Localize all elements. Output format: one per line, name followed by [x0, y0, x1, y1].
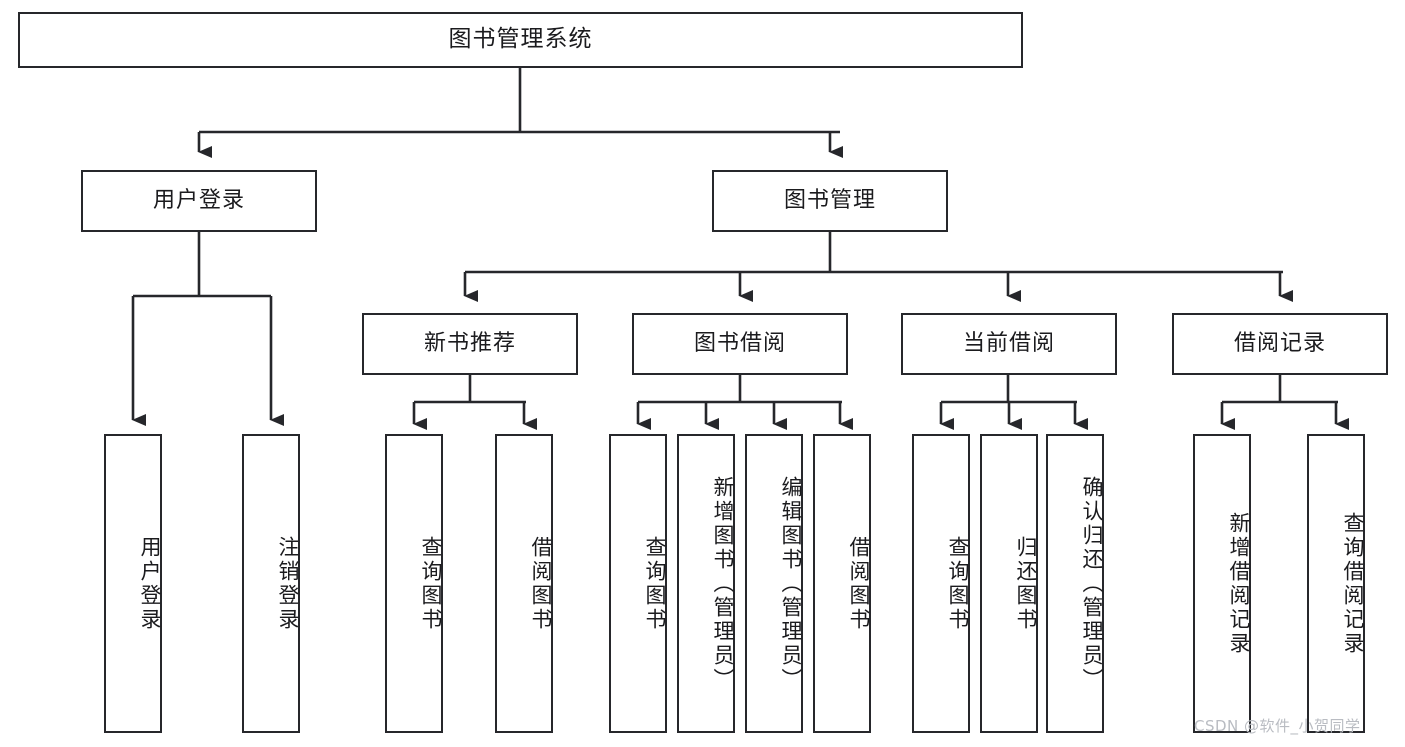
leaf-label: 查询借阅记录	[1341, 511, 1365, 656]
leaf-edit-book-admin[interactable]: 编辑图书（管理员）	[745, 434, 803, 733]
leaf-label: 用户登录	[138, 535, 162, 632]
leaf-label: 确认归还（管理员）	[1080, 475, 1104, 692]
node-book-manage[interactable]: 图书管理	[712, 170, 948, 232]
node-user-login[interactable]: 用户登录	[81, 170, 317, 232]
leaf-user-login[interactable]: 用户登录	[104, 434, 162, 733]
node-root-system[interactable]: 图书管理系统	[18, 12, 1023, 68]
leaf-label: 查询图书	[643, 535, 667, 632]
leaf-label: 借阅图书	[847, 535, 871, 632]
node-current-borrow[interactable]: 当前借阅	[901, 313, 1117, 375]
node-book-borrow[interactable]: 图书借阅	[632, 313, 848, 375]
leaf-query-book-borrow[interactable]: 查询图书	[609, 434, 667, 733]
leaf-label: 新增图书（管理员）	[711, 475, 735, 692]
leaf-add-book-admin[interactable]: 新增图书（管理员）	[677, 434, 735, 733]
leaf-add-borrow-record[interactable]: 新增借阅记录	[1193, 434, 1251, 733]
node-new-book-recommend[interactable]: 新书推荐	[362, 313, 578, 375]
leaf-return-book[interactable]: 归还图书	[980, 434, 1038, 733]
leaf-query-book-current[interactable]: 查询图书	[912, 434, 970, 733]
leaf-query-book-recommend[interactable]: 查询图书	[385, 434, 443, 733]
leaf-logout-login[interactable]: 注销登录	[242, 434, 300, 733]
leaf-query-borrow-record[interactable]: 查询借阅记录	[1307, 434, 1365, 733]
leaf-label: 查询图书	[946, 535, 970, 632]
leaf-borrow-book-recommend[interactable]: 借阅图书	[495, 434, 553, 733]
leaf-label: 编辑图书（管理员）	[779, 475, 803, 692]
csdn-watermark: CSDN @软件_小贺同学	[1194, 717, 1361, 735]
leaf-label: 借阅图书	[529, 535, 553, 632]
leaf-label: 查询图书	[419, 535, 443, 632]
leaf-confirm-return-admin[interactable]: 确认归还（管理员）	[1046, 434, 1104, 733]
node-borrow-record[interactable]: 借阅记录	[1172, 313, 1388, 375]
leaf-label: 新增借阅记录	[1227, 511, 1251, 656]
leaf-label: 注销登录	[276, 535, 300, 632]
leaf-label: 归还图书	[1014, 535, 1038, 632]
leaf-borrow-book[interactable]: 借阅图书	[813, 434, 871, 733]
